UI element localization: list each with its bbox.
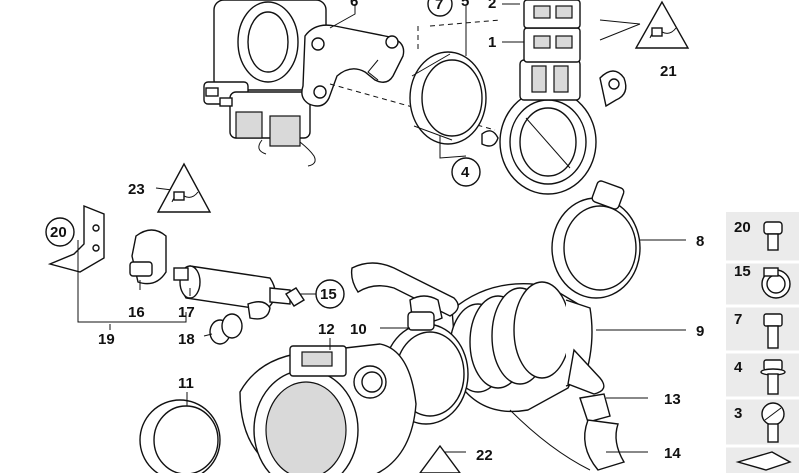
legend-label-15: 15	[734, 263, 751, 280]
label-7-circle	[427, 0, 453, 17]
hose-clamp-large	[551, 180, 641, 299]
part-labels: 6 7 5 2 1 4 21 8 9 13 14 10 12 11 22 15 …	[45, 0, 704, 464]
label-4: 4	[461, 164, 470, 181]
warning-triangle-icon	[156, 162, 212, 213]
bolt-washer-icon	[760, 359, 786, 395]
label-9: 9	[696, 323, 704, 340]
label-6: 6	[350, 0, 358, 10]
label-5: 5	[461, 0, 469, 10]
bracket	[47, 204, 105, 273]
label-20: 20	[50, 224, 67, 241]
vent-hose	[509, 393, 626, 471]
label-7: 7	[435, 0, 443, 13]
label-18: 18	[178, 331, 195, 348]
legend-label-7: 7	[734, 311, 742, 328]
label-10: 10	[350, 321, 367, 338]
bolt-icon	[763, 313, 783, 349]
label-21: 21	[660, 63, 677, 80]
label-15: 15	[320, 286, 337, 303]
label-14: 14	[664, 445, 681, 462]
label-11: 11	[178, 375, 194, 392]
warning-triangle-icon	[634, 0, 690, 49]
throttle-seal-ring	[409, 51, 487, 145]
label-22: 22	[476, 447, 493, 464]
screw-icon	[763, 221, 783, 251]
throttle-body	[481, 0, 627, 195]
slotted-screw-icon	[761, 402, 785, 443]
label-2: 2	[488, 0, 496, 12]
legend-label-3: 3	[734, 405, 742, 422]
legend-label-20: 20	[734, 219, 751, 236]
hardware-legend: 20 15 7 4 3	[726, 212, 799, 473]
hose-nipple	[209, 287, 305, 345]
hose-clamp-icon	[761, 267, 791, 299]
intake-ring	[139, 399, 221, 473]
label-1: 1	[488, 34, 496, 51]
throttle-housing	[203, 0, 327, 167]
air-mass-meter	[239, 343, 417, 473]
label-15-circle	[315, 279, 345, 309]
throttle-gasket	[301, 24, 405, 107]
secondary-air-pump	[173, 265, 291, 320]
label-19: 19	[98, 331, 115, 348]
label-8: 8	[696, 233, 704, 250]
label-20-circle	[45, 217, 75, 247]
label-13: 13	[664, 391, 681, 408]
label-17: 17	[178, 304, 195, 321]
label-23: 23	[128, 181, 145, 198]
legend-label-4: 4	[734, 359, 743, 376]
pump-holder	[129, 229, 167, 285]
label-16: 16	[128, 304, 145, 321]
label-12: 12	[318, 321, 335, 338]
label-4-circle	[451, 157, 481, 187]
chevron-icon	[735, 451, 792, 471]
warning-triangle-icon	[419, 444, 461, 473]
